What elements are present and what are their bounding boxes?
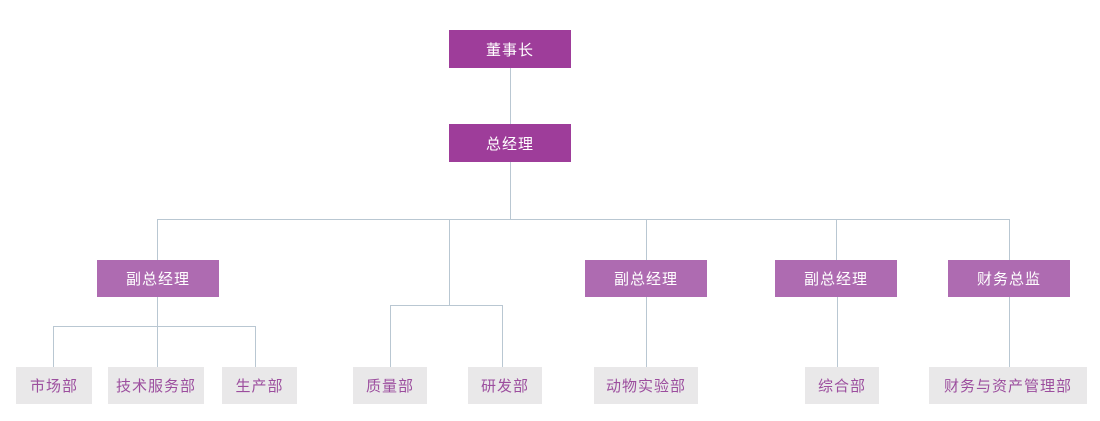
org-node-rd-dept: 研发部: [468, 367, 542, 404]
org-node-marketing-dept: 市场部: [16, 367, 92, 404]
connector-line: [449, 219, 450, 305]
connector-line: [510, 162, 511, 219]
connector-line: [646, 297, 647, 367]
org-node-deputy-gm-3: 副总经理: [775, 260, 897, 297]
connector-line: [502, 305, 503, 367]
connector-line: [1009, 219, 1010, 260]
connector-line: [1009, 297, 1010, 367]
org-node-general-affairs-dept: 综合部: [805, 367, 879, 404]
connector-line: [157, 326, 158, 367]
org-node-finance-asset-dept: 财务与资产管理部: [929, 367, 1087, 404]
org-node-deputy-gm-2: 副总经理: [585, 260, 707, 297]
connector-line: [510, 68, 511, 124]
org-node-quality-dept: 质量部: [353, 367, 427, 404]
org-node-tech-service-dept: 技术服务部: [108, 367, 204, 404]
org-node-general-manager: 总经理: [449, 124, 571, 162]
connector-line: [390, 305, 391, 367]
org-node-chairman: 董事长: [449, 30, 571, 68]
connector-line: [390, 305, 502, 306]
connector-line: [255, 326, 256, 367]
connector-line: [157, 219, 158, 260]
connector-line: [157, 297, 158, 326]
connector-line: [53, 326, 255, 327]
org-node-production-dept: 生产部: [222, 367, 297, 404]
connector-line: [157, 219, 1010, 220]
connector-line: [53, 326, 54, 367]
connector-line: [646, 219, 647, 260]
connector-line: [837, 297, 838, 367]
org-node-animal-lab-dept: 动物实验部: [594, 367, 698, 404]
connector-line: [836, 219, 837, 260]
org-node-deputy-gm-1: 副总经理: [97, 260, 219, 297]
org-node-finance-director: 财务总监: [948, 260, 1070, 297]
